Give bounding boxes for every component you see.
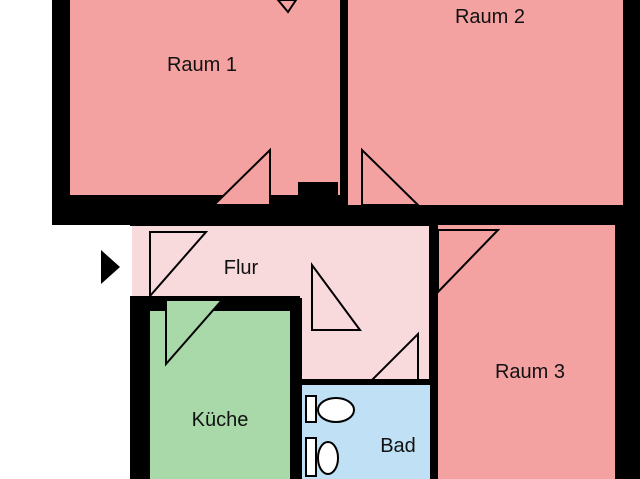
room-raum-3 — [438, 225, 615, 479]
door-swing-flur-inner — [311, 261, 362, 331]
wall-stub — [298, 182, 338, 207]
label-flur: Flur — [224, 257, 259, 279]
room-raum-2 — [348, 0, 623, 205]
entrance-opening — [52, 225, 132, 297]
entrance-arrow-icon — [101, 250, 120, 284]
label-kueche: Küche — [192, 409, 249, 431]
door-swing-flur-entry — [149, 231, 209, 299]
door-swing-bad — [369, 331, 419, 381]
sink-icon — [305, 437, 339, 477]
door-swing-raum2 — [361, 147, 421, 206]
label-raum-1: Raum 1 — [167, 54, 237, 76]
door-swings — [211, 0, 501, 295]
door-swing-raum1 — [211, 147, 271, 206]
door-swing-kueche — [165, 299, 225, 367]
label-bad: Bad — [380, 435, 416, 457]
door-swings-hall — [149, 231, 419, 381]
label-raum-3: Raum 3 — [495, 361, 565, 383]
door-swing-top — [276, 0, 298, 14]
label-raum-2: Raum 2 — [455, 6, 525, 28]
toilet-icon — [305, 395, 355, 423]
room-raum-1 — [70, 0, 340, 195]
door-swing-raum3 — [437, 229, 501, 295]
